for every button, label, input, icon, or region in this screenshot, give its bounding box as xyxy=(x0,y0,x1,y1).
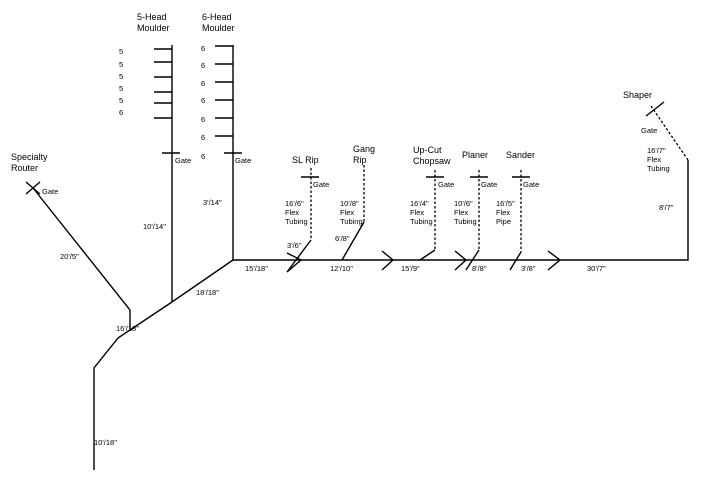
sander-gate-label: Gate xyxy=(523,180,539,189)
port-number: 5 xyxy=(119,96,123,105)
flex-tubing-lines xyxy=(310,105,689,252)
diagonal-size: 18'/18" xyxy=(196,288,219,297)
port-number: 5 xyxy=(119,47,123,56)
flow-chevron xyxy=(286,252,303,273)
port-number: 6 xyxy=(201,79,205,88)
sander-flex-label: 16'/5" Flex Pipe xyxy=(496,199,517,226)
flow-chevron xyxy=(454,250,468,271)
port-number: 6 xyxy=(201,96,205,105)
up-cut-branch-line xyxy=(419,249,436,261)
shaper-label: Shaper xyxy=(623,90,652,100)
shaper-gate-label: Gate xyxy=(641,126,657,135)
router-branch-diagonal xyxy=(32,187,131,311)
shaper-drop-size: 8'/7" xyxy=(659,203,674,212)
five-head-gate-label: Gate xyxy=(175,156,191,165)
port-number: 6 xyxy=(201,115,205,124)
segment-6-size: 30'/7" xyxy=(587,264,606,273)
five-head-port-numbers: 5 5 5 5 5 6 xyxy=(119,47,123,117)
router-gate-label: Gate xyxy=(42,187,58,196)
specialty-router-label: Specialty Router xyxy=(11,152,50,173)
flex-labels: 16'/6" Flex Tubing 10'/8" Flex Tubing 16… xyxy=(285,146,670,226)
six-head-port-numbers: 6 6 6 6 6 6 6 xyxy=(201,44,205,161)
six-head-moulder-label: 6-Head Moulder xyxy=(202,12,235,33)
five-head-drop-size: 10'/14" xyxy=(143,222,166,231)
flow-chevron xyxy=(381,250,395,271)
gang-rip-branch-size: 6'/8" xyxy=(335,234,350,243)
main-lower-size: 16'/18" xyxy=(116,324,139,333)
port-number: 6 xyxy=(201,133,205,142)
port-number: 5 xyxy=(119,72,123,81)
segment-5-size: 3'/8" xyxy=(521,264,536,273)
planer-gate-label: Gate xyxy=(481,180,497,189)
port-number: 6 xyxy=(201,44,205,53)
router-gate-mark-2 xyxy=(25,181,41,195)
up-cut-flex-label: 16'/4" Flex Tubing xyxy=(410,199,433,226)
segment-2-size: 12'/10" xyxy=(330,264,353,273)
segment-3-size: 15'/9" xyxy=(401,264,420,273)
branch-connectors xyxy=(286,221,522,273)
main-trunk xyxy=(93,160,689,470)
port-number: 6 xyxy=(201,61,205,70)
planer-flex-label: 10'/6" Flex Tubing xyxy=(454,199,477,226)
sander-branch-line xyxy=(509,251,522,271)
port-number: 5 xyxy=(119,60,123,69)
planer-branch-line xyxy=(465,249,480,271)
router-branch-size: 20'/5" xyxy=(60,252,79,261)
five-head-port-ticks xyxy=(154,48,172,119)
duct-size-labels: 10'/18" 16'/18" 20'/5" 10'/14" 3'/14" 18… xyxy=(60,198,674,447)
sl-rip-gate-label: Gate xyxy=(313,180,329,189)
five-head-moulder-label: 5-Head Moulder xyxy=(137,12,170,33)
shaper-gate-mark xyxy=(645,101,665,117)
gang-rip-branch-line xyxy=(341,221,365,261)
gang-rip-flex-label: 10'/8" Flex Tubing xyxy=(340,199,363,226)
gate-labels: Gate Gate Gate Gate Gate Gate Gate Gate xyxy=(42,126,657,196)
up-cut-gate-label: Gate xyxy=(438,180,454,189)
main-duct-lines xyxy=(32,45,689,470)
port-number: 6 xyxy=(119,108,123,117)
six-head-drop-size: 3'/14" xyxy=(203,198,222,207)
gang-rip-label: Gang Rip xyxy=(353,144,378,165)
main-bottom-size: 10'/18" xyxy=(94,438,117,447)
up-cut-chopsaw-label: Up-Cut Chopsaw xyxy=(413,145,451,166)
sl-rip-branch-size: 3'/6" xyxy=(287,241,302,250)
sl-rip-label: SL Rip xyxy=(292,155,319,165)
flow-chevrons xyxy=(286,250,562,273)
six-head-port-ticks xyxy=(215,45,233,137)
shaper-flex-label: 16'/7" Flex Tubing xyxy=(647,146,670,173)
segment-4-size: 8'/8" xyxy=(472,264,487,273)
sl-rip-flex-label: 16'/6" Flex Tubing xyxy=(285,199,308,226)
six-head-gate-label: Gate xyxy=(235,156,251,165)
segment-1-size: 15'/18" xyxy=(245,264,268,273)
sander-label: Sander xyxy=(506,150,535,160)
machine-labels: Specialty Router 5-Head Moulder 6-Head M… xyxy=(11,12,652,173)
port-number: 5 xyxy=(119,84,123,93)
port-number: 6 xyxy=(201,152,205,161)
sl-rip-branch-line xyxy=(286,239,312,273)
planer-label: Planer xyxy=(462,150,488,160)
shaper-flex-line xyxy=(650,105,689,161)
flow-chevron xyxy=(547,250,562,271)
